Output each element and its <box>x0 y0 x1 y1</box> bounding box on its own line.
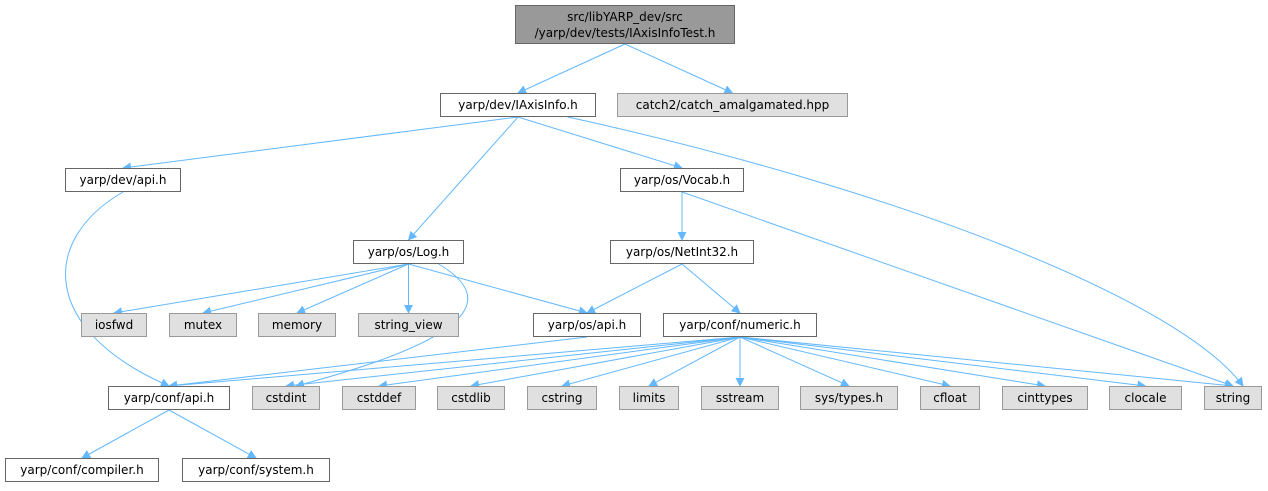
edge-numeric-to-limits <box>648 336 741 387</box>
node-compiler[interactable]: yarp/conf/compiler.h <box>5 458 159 482</box>
edge-iaxisinfo-to-log <box>407 116 519 241</box>
edge-numeric-to-cstring <box>561 336 741 389</box>
edge-devapi-to-confapi <box>65 191 170 387</box>
edge-log-to-mutex <box>202 263 409 316</box>
edge-numeric-to-cstddef <box>378 336 741 390</box>
edge-numeric-to-cfloat <box>739 336 951 389</box>
edge-numeric-to-confapi <box>168 336 741 390</box>
edge-root-to-iaxisinfo <box>517 43 626 94</box>
node-cfloat: cfloat <box>920 386 980 410</box>
node-sstream: sstream <box>701 386 779 410</box>
edge-numeric-to-cstdint <box>285 336 741 390</box>
edge-confapi-to-compiler <box>81 409 170 459</box>
edge-log-to-iosfwd <box>113 263 409 317</box>
node-log[interactable]: yarp/os/Log.h <box>353 240 464 264</box>
node-cstdlib: cstdlib <box>437 386 505 410</box>
node-cstring: cstring <box>527 386 597 410</box>
edge-iaxisinfo-to-devapi <box>122 116 519 172</box>
node-cinttypes: cinttypes <box>1002 386 1088 410</box>
edge-numeric-to-clocale <box>739 336 1147 390</box>
node-string-view: string_view <box>358 313 459 337</box>
edge-iaxisinfo-to-vocab <box>517 116 683 170</box>
node-clocale: clocale <box>1109 386 1182 410</box>
node-mutex: mutex <box>169 313 237 337</box>
node-confapi[interactable]: yarp/conf/api.h <box>108 386 230 410</box>
node-root: src/libYARP_dev/src /yarp/dev/tests/IAxi… <box>515 5 735 44</box>
edge-netint32-to-osapi <box>586 263 683 314</box>
node-memory: memory <box>258 313 336 337</box>
edge-iaxisinfo-to-string <box>567 116 1244 387</box>
node-devapi[interactable]: yarp/dev/api.h <box>65 168 181 192</box>
edge-numeric-to-systypes <box>739 336 850 387</box>
edge-netint32-to-numeric <box>681 263 741 314</box>
node-iaxisinfo[interactable]: yarp/dev/IAxisInfo.h <box>440 93 596 117</box>
node-system[interactable]: yarp/conf/system.h <box>182 458 330 482</box>
node-netint32[interactable]: yarp/os/NetInt32.h <box>610 240 754 264</box>
edge-numeric-to-cstdlib <box>470 336 741 389</box>
node-iosfwd: iosfwd <box>81 313 147 337</box>
node-cstddef: cstddef <box>342 386 416 410</box>
node-osapi[interactable]: yarp/os/api.h <box>533 313 641 337</box>
node-vocab[interactable]: yarp/os/Vocab.h <box>620 168 744 192</box>
edge-numeric-to-cinttypes <box>739 336 1046 390</box>
edge-log-to-osapi <box>408 263 588 316</box>
edge-root-to-catch2 <box>624 43 734 94</box>
edge-numeric-to-string <box>739 336 1234 390</box>
node-systypes: sys/types.h <box>800 386 898 410</box>
edge-log-to-memory <box>296 263 409 314</box>
node-string: string <box>1204 386 1262 410</box>
node-limits: limits <box>619 386 679 410</box>
edge-osapi-to-confapi <box>168 336 588 390</box>
node-cstdint: cstdint <box>252 386 320 410</box>
node-numeric[interactable]: yarp/conf/numeric.h <box>663 313 817 337</box>
edge-confapi-to-system <box>168 409 257 459</box>
edge-vocab-to-string <box>681 191 1234 388</box>
node-catch2: catch2/catch_amalgamated.hpp <box>617 93 848 117</box>
